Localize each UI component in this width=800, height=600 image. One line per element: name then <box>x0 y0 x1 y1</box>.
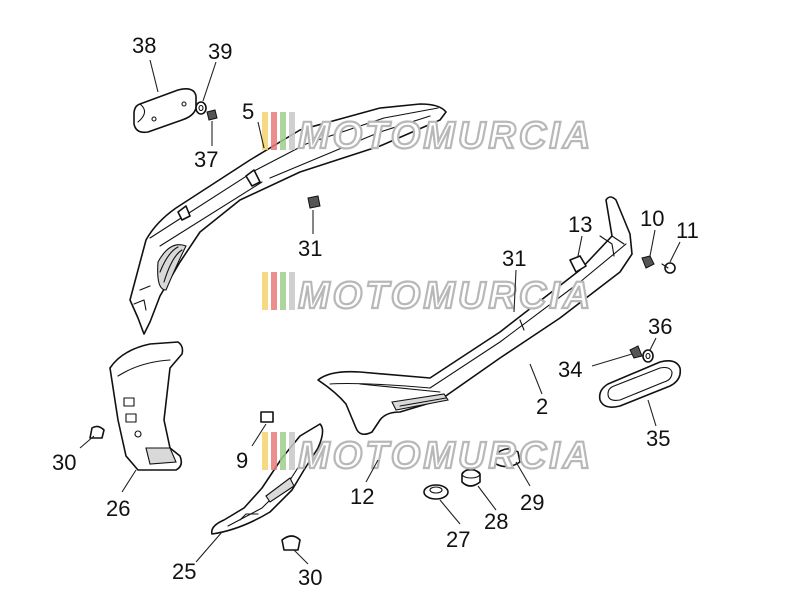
callout-28: 28 <box>484 509 508 534</box>
callout-25: 25 <box>172 559 196 584</box>
part-35-reflector <box>598 360 682 408</box>
part-34-clip <box>629 345 643 359</box>
callout-31-upper: 31 <box>298 236 322 261</box>
leader-lines <box>79 59 681 565</box>
callout-labels: 38 39 37 5 31 31 13 10 11 36 34 2 35 30 … <box>52 33 699 590</box>
callout-9: 9 <box>236 448 248 473</box>
callout-13: 13 <box>568 212 592 237</box>
callout-2: 2 <box>536 394 548 419</box>
part-30-plug-left <box>89 425 105 439</box>
callout-38: 38 <box>132 33 156 58</box>
part-38-reflector <box>133 88 197 134</box>
part-9-nut <box>260 411 274 423</box>
part-39-washer <box>195 101 207 115</box>
part-28-grommet <box>461 468 481 487</box>
callout-30-lower: 30 <box>298 565 322 590</box>
part-37-clip <box>206 109 218 121</box>
part-36-washer <box>642 349 654 363</box>
part-31-clip-upper <box>307 195 321 209</box>
callout-12: 12 <box>350 484 374 509</box>
part-27-grommet <box>423 484 449 500</box>
part-5-side-panel <box>129 103 447 335</box>
watermark-text: MOTOMURCIA <box>298 115 593 157</box>
part-30-plug-lower <box>281 535 301 551</box>
part-2-lower-panel <box>317 196 633 436</box>
callout-36: 36 <box>648 314 672 339</box>
part-11-screw <box>661 262 676 274</box>
watermark-bottom: MOTOMURCIA <box>262 432 593 478</box>
callout-37: 37 <box>194 147 218 172</box>
part-10-nut <box>641 255 655 269</box>
part-13-grommet <box>569 255 587 273</box>
callout-39: 39 <box>208 39 232 64</box>
callout-30-left: 30 <box>52 450 76 475</box>
callout-5: 5 <box>242 99 254 124</box>
callout-26: 26 <box>106 496 130 521</box>
callout-10: 10 <box>640 206 664 231</box>
watermark-top: MOTOMURCIA <box>262 112 593 158</box>
part-26-bracket <box>109 341 184 471</box>
callout-29: 29 <box>520 490 544 515</box>
part-29-grommet <box>493 448 521 468</box>
callout-27: 27 <box>446 527 470 552</box>
watermark-text: MOTOMURCIA <box>298 275 593 317</box>
callout-34: 34 <box>558 357 582 382</box>
callout-11: 11 <box>676 218 699 243</box>
watermark-text: MOTOMURCIA <box>298 435 593 477</box>
watermark-middle: MOTOMURCIA <box>262 272 593 318</box>
callout-35: 35 <box>646 426 670 451</box>
callout-31-lower: 31 <box>502 246 526 271</box>
